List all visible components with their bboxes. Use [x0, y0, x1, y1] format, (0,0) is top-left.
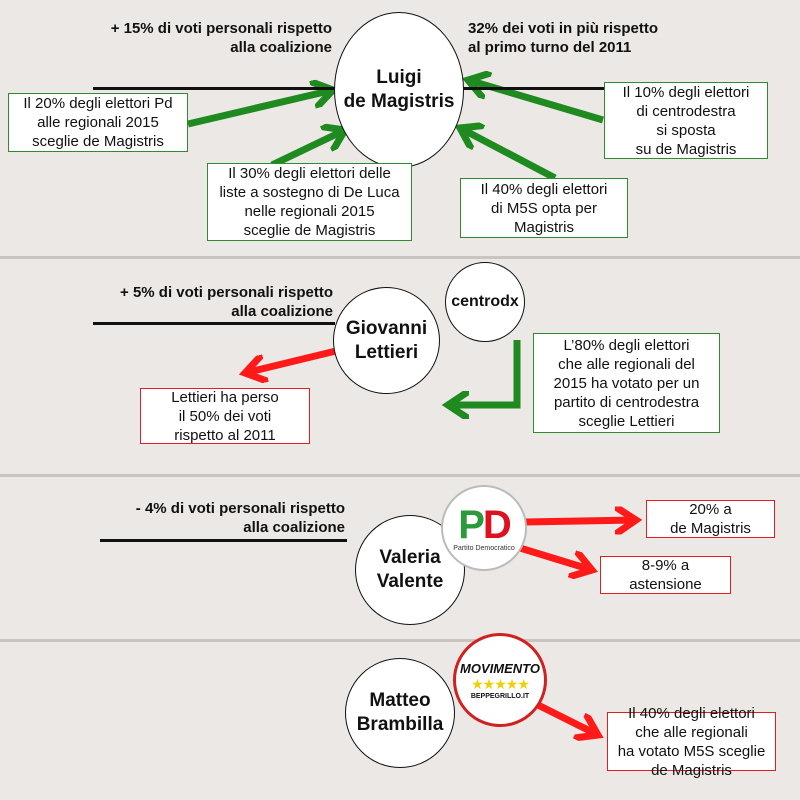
- rule-left: [100, 539, 347, 542]
- m5s-logo: MOVIMENTO ★★★★★ BEPPEGRILLO.IT: [453, 633, 547, 727]
- rule-left: [93, 87, 335, 90]
- arrow-pd-to-demagistris-2: [524, 520, 636, 522]
- arrow-cdx-to-demagistris: [468, 80, 604, 124]
- arrow-lettieri-loss: [245, 346, 341, 373]
- stars-icon: ★★★★★: [471, 675, 530, 692]
- rule-right: [463, 87, 693, 90]
- section-divider: [0, 474, 800, 477]
- badge-centrodx: centrodx: [445, 262, 525, 342]
- arrow-m5s-to-demagistris: [460, 128, 557, 182]
- pd-logo: PD Partito Democratico: [441, 485, 527, 571]
- section-divider: [0, 639, 800, 642]
- arrow-m5s-to-demagistris-2: [530, 698, 598, 735]
- arrow-pd-to-astensione: [518, 544, 592, 570]
- section-divider: [0, 256, 800, 259]
- rule-left: [93, 322, 335, 325]
- arrow-cdx-to-lettieri: [448, 340, 521, 405]
- arrow-deluca-to-demagistris: [270, 130, 345, 169]
- arrow-pd-to-demagistris: [187, 90, 333, 128]
